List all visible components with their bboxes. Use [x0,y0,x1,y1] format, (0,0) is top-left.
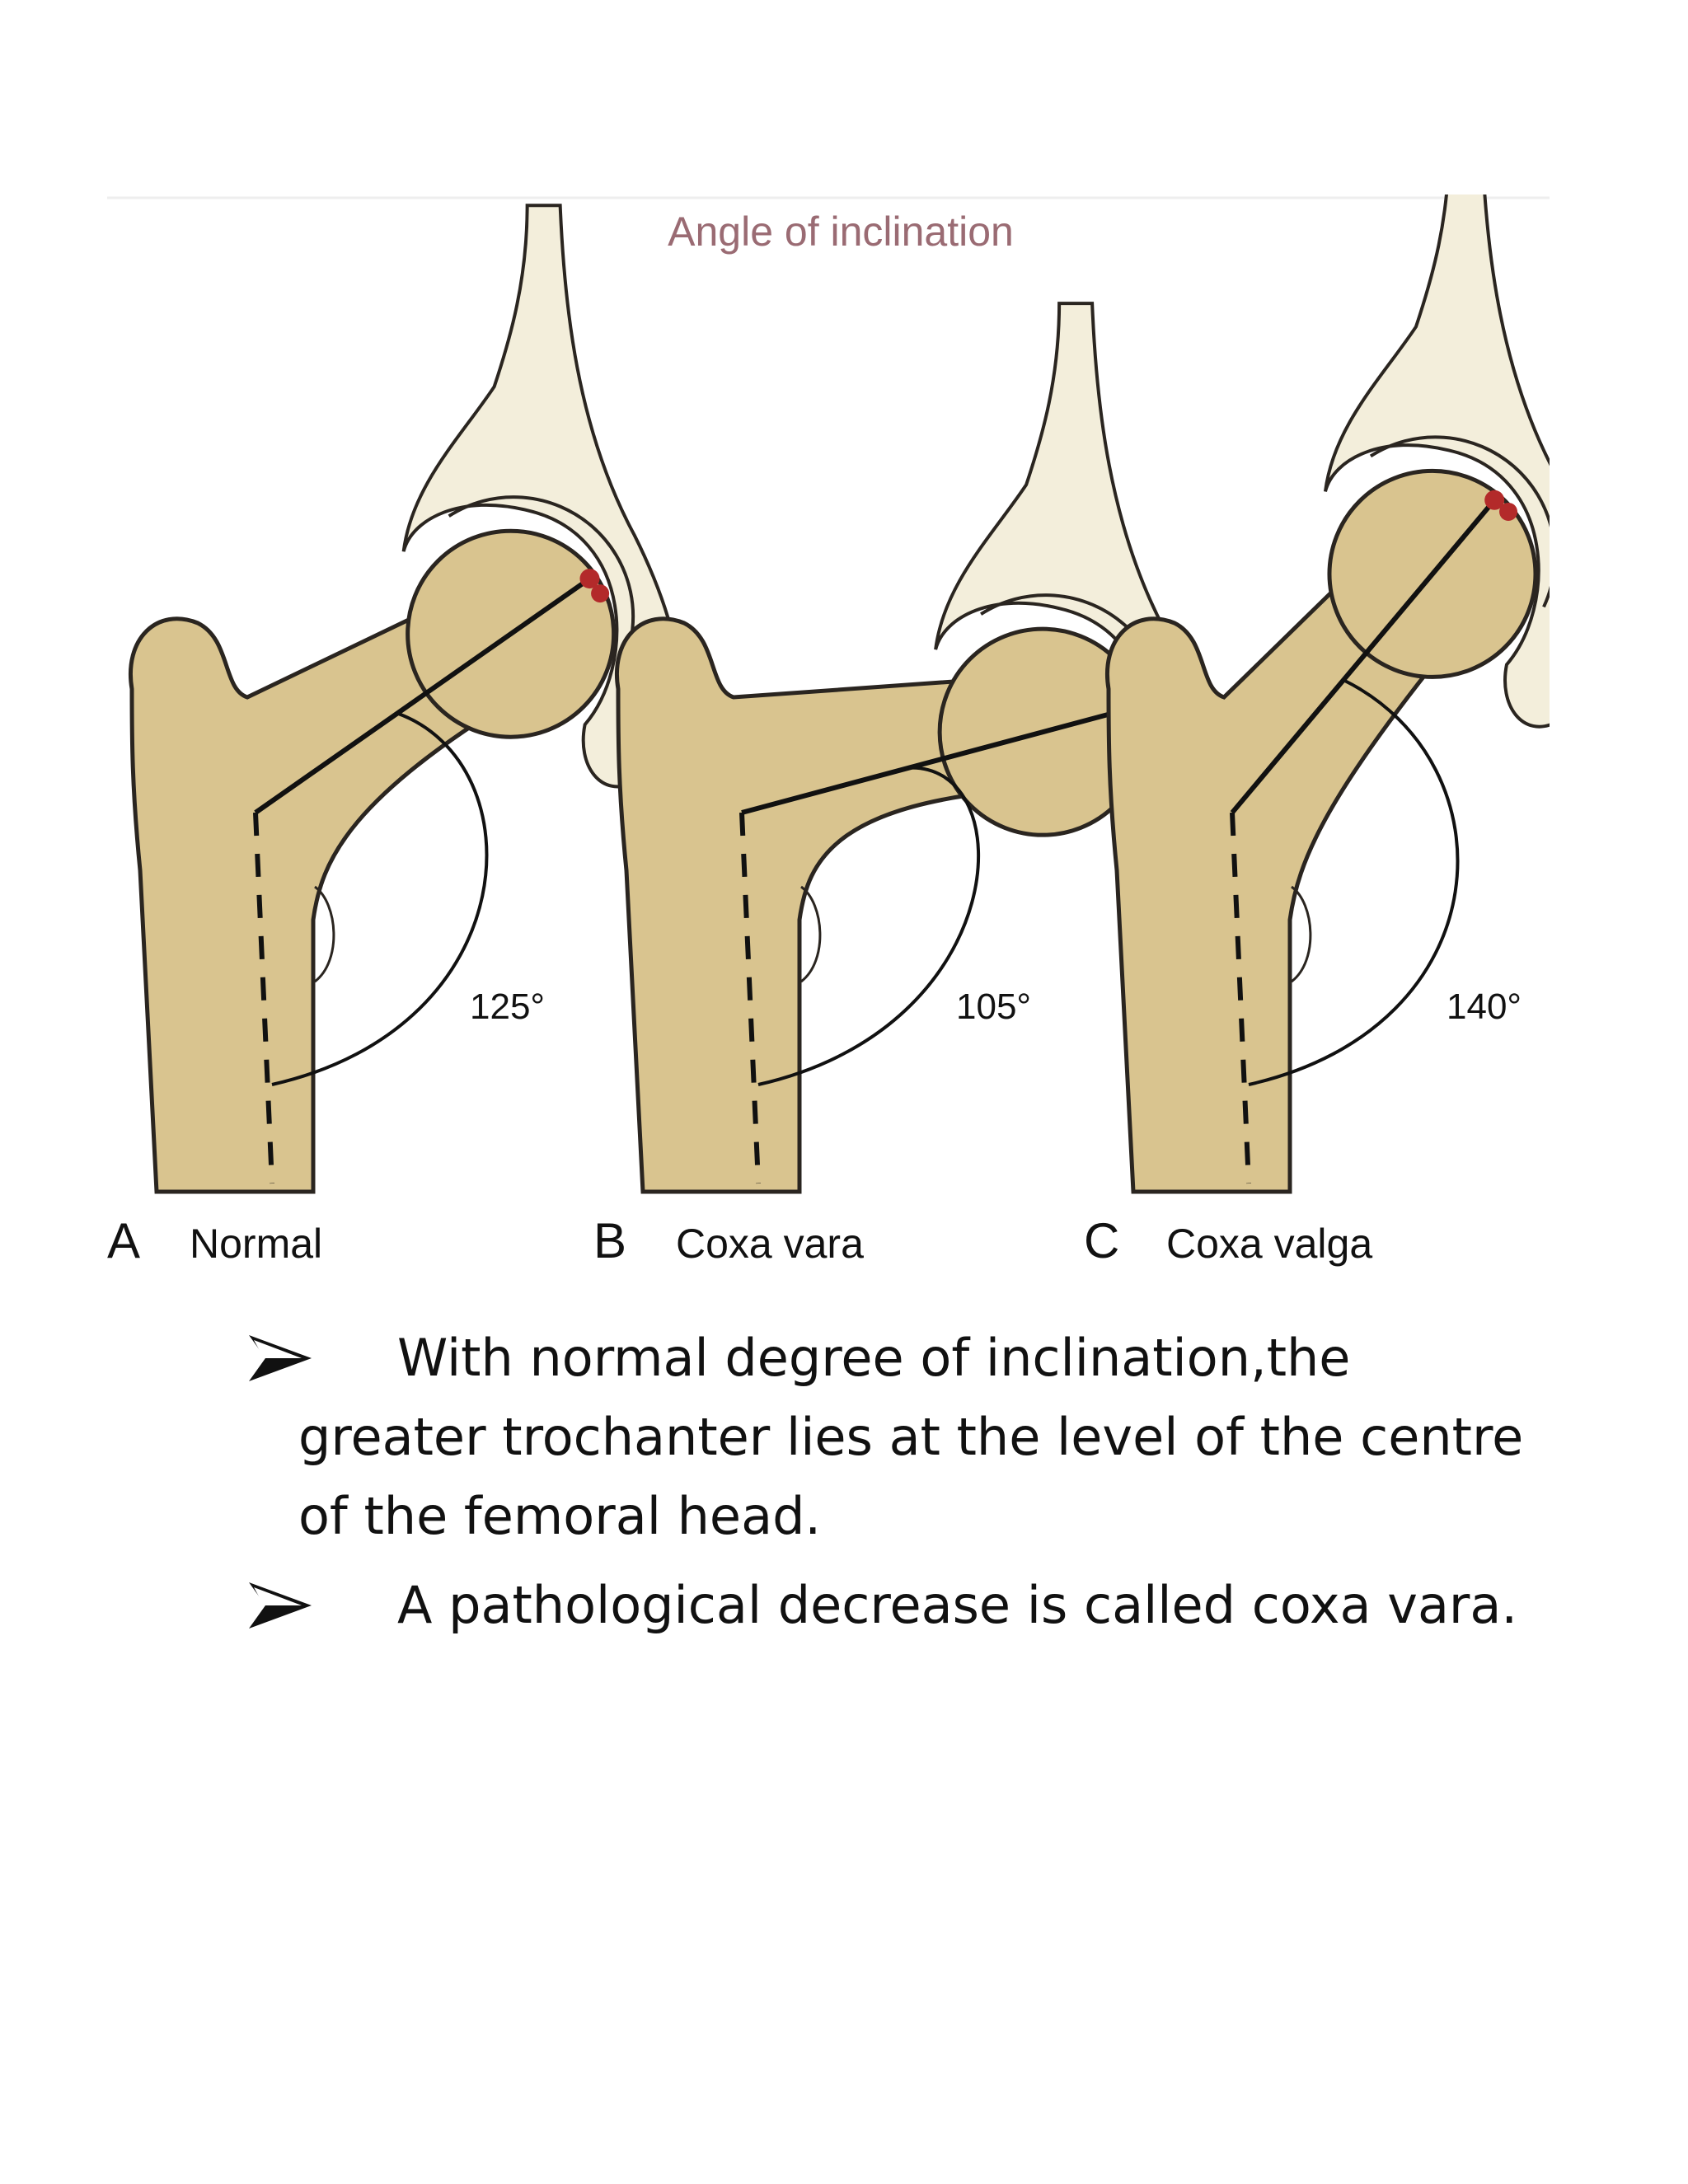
lesser-trochanter [1291,885,1312,983]
marker-dot-1 [1484,490,1505,510]
femur-panel-a: 125° A Normal [107,204,682,1268]
lesser-trochanter [314,885,335,983]
neck-axis [1230,495,1499,814]
joint-line [448,495,635,668]
pelvis-shape [401,204,682,789]
femur-panel-c: 140° C Coxa valga [1084,194,1550,1268]
angle-arc [1248,678,1460,1086]
marker-dot-2 [1499,502,1518,521]
angle-arc [757,766,981,1086]
marker-dot-1 [579,569,600,589]
bullet-text-1: With normal degree of inclination,the gr… [298,1328,1524,1546]
panel-label: Coxa valga [1166,1221,1372,1267]
neck-axis [741,703,1141,815]
neck-axis [254,574,595,815]
inclination-figure: Angle of inclination 125° A Normal 105° B Cox… [107,194,1550,1268]
panel-letter: A [107,1213,140,1268]
femur-shape [1105,534,1480,1194]
arrowhead-bullet-icon [249,1335,312,1381]
panel-letter: B [593,1213,626,1268]
bullet-text-2: A pathological decrease is called coxa v… [397,1575,1518,1635]
marker-dot-2 [591,584,610,603]
shaft-axis [739,812,761,1184]
bullet-item-2: A pathological decrease is called coxa v… [247,1566,1533,1645]
panels-group: 125° A Normal 105° B Coxa vara 140° C Coxa valga [107,194,1550,1268]
lesser-trochanter [800,885,822,983]
panel-label: Coxa vara [676,1221,864,1267]
shaft-axis [1230,812,1251,1184]
arrowhead-bullet-icon [249,1582,312,1629]
figure-title: Angle of inclination [668,209,1014,255]
angle-arc [271,711,489,1086]
angle-label: 105° [956,987,1031,1027]
joint-line [1369,435,1550,608]
pelvis-shape [1323,194,1550,729]
panel-label: Normal [190,1221,322,1267]
femur-panel-b: 105° B Coxa vara [593,302,1215,1268]
angle-label: 140° [1447,987,1522,1027]
angle-label: 125° [470,987,545,1027]
bullet-list: With normal degree of inclination,the gr… [247,1319,1533,1655]
panel-letter: C [1084,1213,1119,1268]
shaft-axis [253,812,274,1184]
bullet-item-1: With normal degree of inclination,the gr… [247,1319,1533,1556]
